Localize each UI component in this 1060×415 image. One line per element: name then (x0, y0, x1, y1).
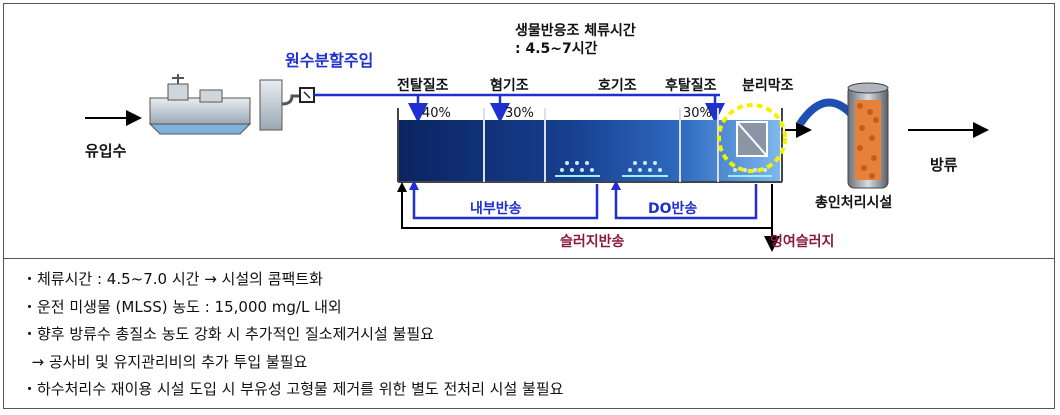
phosphorus-treatment-facility-icon (847, 82, 889, 189)
split-ratio-3: 30% (683, 106, 712, 121)
phosphorus-facility-label: 총인처리시설 (815, 194, 892, 211)
retention-title-line2: : 4.5~7시간 (515, 40, 598, 57)
pretreatment-equipment-icon (148, 74, 315, 135)
section-divider (3, 258, 1055, 259)
note-item: ・하수처리수 재이용 시설 도입 시 부유성 고형물 제거를 위한 별도 전처리… (22, 380, 564, 398)
tank-label-membrane: 분리막조 (742, 77, 794, 94)
bioreactor-tank (397, 108, 783, 183)
influent-label: 유입수 (85, 142, 127, 160)
process-diagram: 유입수 원수분할주입 생물반응조 체류시간 : 4.5~7시간 전탈질조 혐기조… (85, 22, 989, 252)
aeration-diffuser-icon (622, 161, 668, 177)
split-feed-label: 원수분할주입 (285, 51, 373, 70)
do-return-line (614, 184, 758, 220)
tank-label-anaerobic: 혐기조 (490, 77, 529, 94)
sludge-return-label: 슬러지반송 (560, 233, 625, 250)
split-ratio-1: 40% (422, 106, 451, 121)
aeration-diffuser-icon (728, 168, 772, 177)
do-return-arrowhead (611, 180, 621, 190)
do-return-label: DO반송 (648, 200, 697, 217)
retention-title-line1: 생물반응조 체류시간 (515, 22, 636, 39)
sludge-return-arrowhead (397, 182, 407, 192)
note-item: ・향후 방류수 총질소 농도 강화 시 추가적인 질소제거시설 불필요 (22, 325, 434, 343)
note-item: → 공사비 및 유지관리비의 추가 투입 불필요 (22, 352, 308, 371)
sludge-return-line (401, 184, 773, 229)
note-item: ・체류시간 : 4.5~7.0 시간 → 시설의 콤팩트화 (22, 270, 323, 288)
membrane-module-icon (717, 103, 787, 173)
figure-frame (3, 3, 1055, 409)
split-ratio-2: 30% (505, 106, 534, 121)
effluent-label: 방류 (930, 156, 958, 174)
internal-return-label: 내부반송 (470, 200, 522, 217)
note-item: ・운전 미생물 (MLSS) 농도 : 15,000 mg/L 내외 (22, 297, 342, 316)
internal-return-arrowhead (409, 180, 419, 190)
notes-list: ・체류시간 : 4.5~7.0 시간 → 시설의 콤팩트화 ・운전 미생물 (M… (22, 266, 1042, 404)
tank-label-post-anoxic: 후탈질조 (665, 78, 717, 94)
internal-return-line (412, 184, 599, 220)
excess-sludge-label: 잉여슬러지 (770, 233, 834, 250)
tank-label-pre-anoxic: 전탈질조 (397, 77, 449, 94)
tank-label-aerobic: 호기조 (598, 78, 637, 94)
aeration-diffuser-icon (555, 161, 600, 177)
